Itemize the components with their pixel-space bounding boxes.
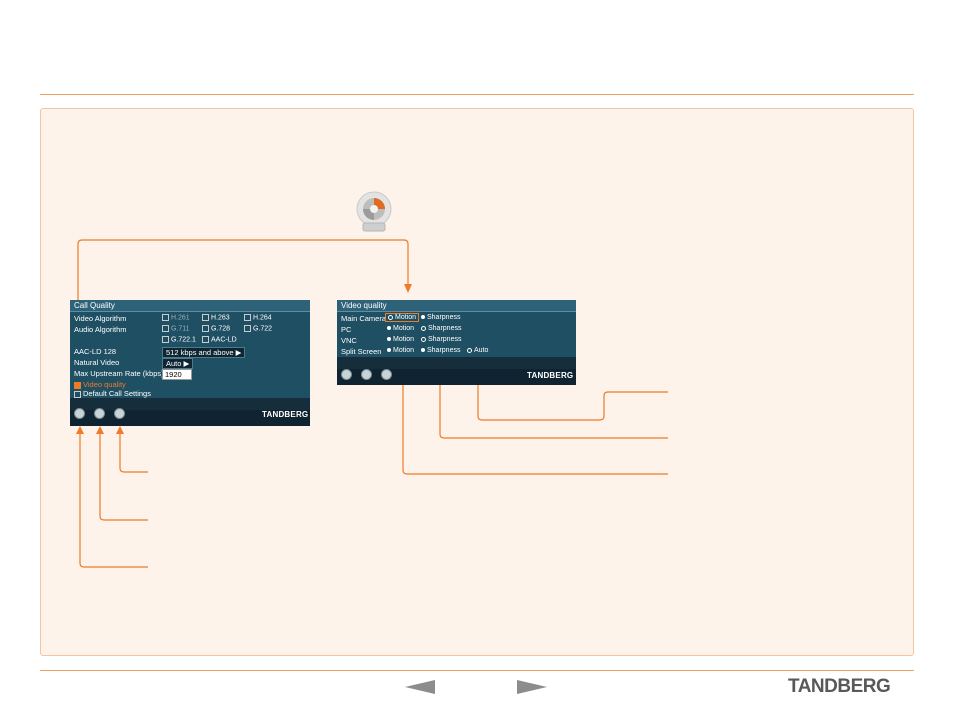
prev-page-icon[interactable] xyxy=(405,680,435,694)
aac-ld-label: AAC-LD 128 xyxy=(74,347,117,356)
panel-title: Call Quality xyxy=(74,301,115,310)
close-icon[interactable] xyxy=(381,369,392,380)
brand-logo: TANDBERG xyxy=(788,676,891,697)
max-upstream-input[interactable]: 1920 xyxy=(162,369,192,380)
audio-option-g711[interactable]: G.711 xyxy=(162,325,190,332)
video-option-h263[interactable]: H.263 xyxy=(202,314,230,321)
top-divider xyxy=(40,94,914,95)
aac-ld-select[interactable]: 512 kbps and above ▶ xyxy=(162,347,246,358)
main-camera-motion-option[interactable]: Motion xyxy=(385,313,420,322)
vnc-sharpness-option[interactable]: Sharpness xyxy=(421,336,461,343)
tools-icon[interactable] xyxy=(361,369,372,380)
video-option-h264[interactable]: H.264 xyxy=(244,314,272,321)
video-algorithm-label: Video Algorithm xyxy=(74,314,127,323)
vnc-motion-option[interactable]: Motion xyxy=(387,336,414,343)
audio-option-g7221[interactable]: G.722.1 xyxy=(162,336,196,343)
video-quality-link[interactable]: Video quality xyxy=(74,380,126,389)
main-camera-sharpness-option[interactable]: Sharpness xyxy=(421,314,460,321)
panel-title: Video quality xyxy=(341,301,387,310)
pc-motion-option[interactable]: Motion xyxy=(387,325,414,332)
pc-sharpness-option[interactable]: Sharpness xyxy=(421,325,461,332)
tools-icon[interactable] xyxy=(94,408,105,419)
audio-algorithm-label: Audio Algorithm xyxy=(74,325,127,334)
natural-video-select[interactable]: Auto ▶ xyxy=(162,358,194,369)
natural-video-label: Natural Video xyxy=(74,358,120,367)
call-quality-panel: Call Quality Video Algorithm H.261 H.263… xyxy=(70,300,310,426)
max-upstream-label: Max Upstream Rate (kbps) xyxy=(74,369,164,378)
save-icon[interactable] xyxy=(341,369,352,380)
split-screen-motion-option[interactable]: Motion xyxy=(387,347,414,354)
remote-control-icon xyxy=(356,191,392,232)
bottom-divider xyxy=(40,670,914,671)
audio-option-aacld[interactable]: AAC-LD xyxy=(202,336,237,343)
panel-toolbar: TANDBERG xyxy=(70,398,310,426)
video-quality-panel: Video quality Main Camera Motion Sharpne… xyxy=(337,300,576,385)
audio-option-g728[interactable]: G.728 xyxy=(202,325,230,332)
pc-label: PC xyxy=(341,325,352,334)
panel-toolbar: TANDBERG xyxy=(337,357,576,385)
split-screen-sharpness-option[interactable]: Sharpness xyxy=(421,347,460,354)
split-screen-label: Split Screen xyxy=(341,347,382,356)
panel-header: Call Quality xyxy=(70,300,310,312)
split-screen-auto-option[interactable]: Auto xyxy=(467,347,488,354)
close-icon[interactable] xyxy=(114,408,125,419)
save-icon[interactable] xyxy=(74,408,85,419)
default-call-settings-link[interactable]: Default Call Settings xyxy=(74,389,151,398)
audio-option-g722[interactable]: G.722 xyxy=(244,325,272,332)
panel-header: Video quality xyxy=(337,300,576,312)
brand-logo-small: TANDBERG xyxy=(527,371,574,380)
vnc-label: VNC xyxy=(341,336,357,345)
next-page-icon[interactable] xyxy=(517,680,547,694)
video-option-h261[interactable]: H.261 xyxy=(162,314,190,321)
main-camera-label: Main Camera xyxy=(341,314,387,323)
brand-logo-small: TANDBERG xyxy=(262,410,309,419)
